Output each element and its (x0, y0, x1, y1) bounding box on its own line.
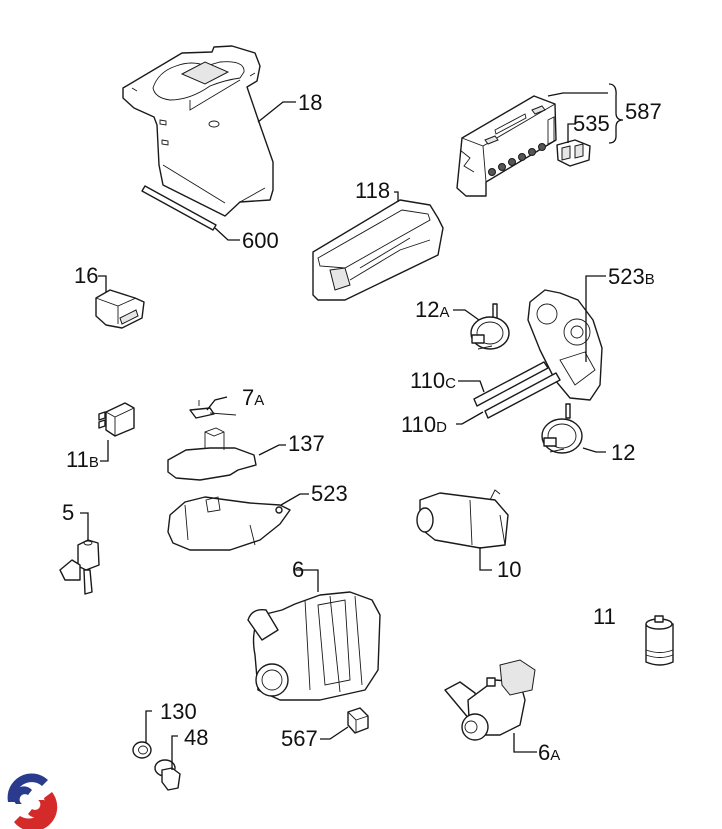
callout-110c: 110C (410, 368, 456, 393)
callout-523b: 523B (608, 264, 655, 289)
part-7a-sensor[interactable] (189, 400, 237, 419)
leader-lines (80, 84, 624, 770)
part-11b-relay[interactable] (98, 402, 135, 437)
part-523b-sump-chamber[interactable] (527, 289, 603, 401)
callout-labels: 18 600 587 535 118 16 523B 12A 110C 110D… (62, 90, 662, 765)
callout-5: 5 (62, 500, 74, 525)
callout-12a: 12A (415, 297, 450, 322)
callout-12: 12 (611, 440, 635, 465)
callout-48: 48 (184, 725, 208, 750)
callout-11: 11 (593, 604, 616, 629)
callout-110d: 110D (401, 412, 447, 437)
part-18-duct-housing[interactable] (122, 45, 274, 217)
part-130-washer[interactable] (132, 741, 152, 759)
part-110c-tube[interactable] (473, 361, 549, 407)
part-535-connector[interactable] (556, 139, 591, 167)
part-137-cover[interactable] (167, 427, 257, 481)
part-118-detergent-dispenser[interactable] (312, 199, 444, 301)
part-12a-pressure-switch[interactable] (470, 303, 510, 350)
part-10-heater[interactable] (416, 489, 509, 549)
callout-7a: 7A (242, 385, 264, 410)
part-600-gasket-strip[interactable] (141, 185, 217, 231)
callout-567: 567 (281, 726, 318, 751)
callout-137: 137 (288, 431, 325, 456)
part-6a-drain-pump[interactable] (444, 659, 536, 741)
callout-18: 18 (298, 90, 322, 115)
part-110d-tube[interactable] (484, 372, 561, 419)
brand-logo (7, 773, 58, 829)
part-6-circulation-pump[interactable] (247, 591, 381, 701)
part-12-pressure-switch[interactable] (541, 403, 583, 454)
callout-16: 16 (74, 263, 98, 288)
callout-6a: 6A (538, 740, 560, 765)
callout-535: 535 (573, 111, 610, 136)
callout-10: 10 (497, 557, 521, 582)
part-5-inlet-valve[interactable] (59, 539, 100, 595)
callout-6: 6 (292, 557, 304, 582)
part-16-switch[interactable] (95, 289, 145, 329)
part-48-plug[interactable] (154, 759, 181, 791)
part-11-capacitor[interactable] (645, 615, 674, 666)
callout-118: 118 (355, 178, 390, 203)
callout-523: 523 (311, 481, 348, 506)
part-587-control-module[interactable] (456, 95, 557, 197)
callout-11b: 11B (66, 447, 99, 472)
callout-587: 587 (625, 99, 662, 124)
part-567-clip[interactable] (347, 707, 369, 734)
part-523-tray[interactable] (167, 496, 291, 551)
callout-130: 130 (160, 699, 197, 724)
callout-600: 600 (242, 228, 279, 253)
